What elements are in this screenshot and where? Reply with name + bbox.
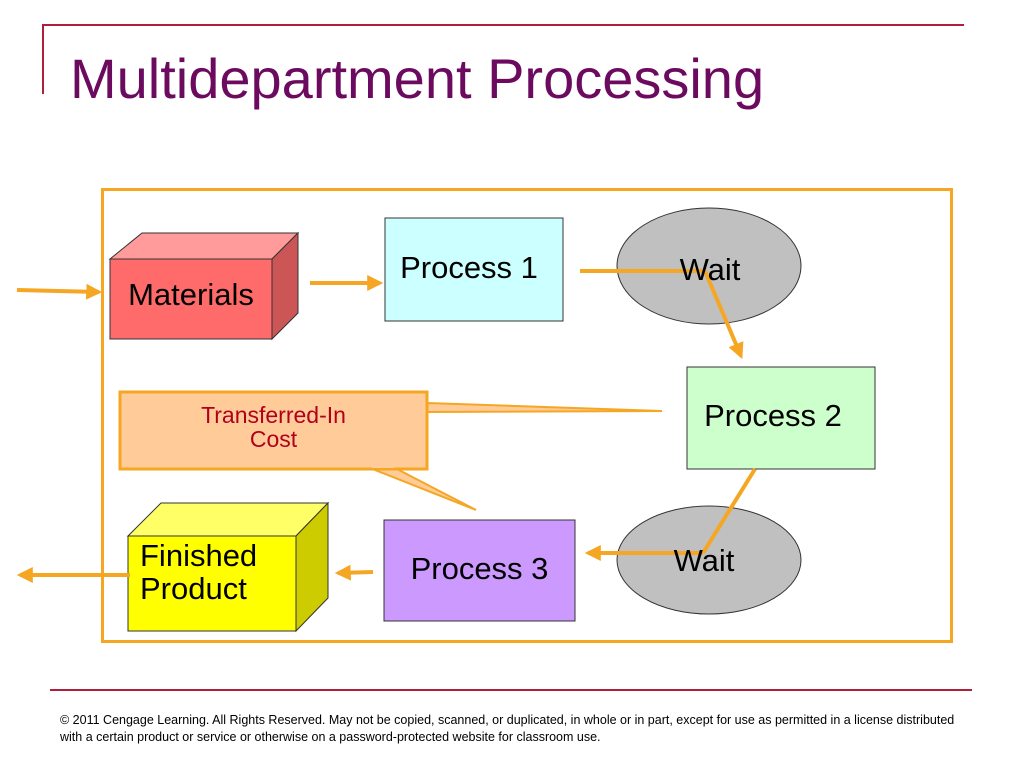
process-2-box — [686, 366, 876, 470]
finished-line-2: Product — [140, 570, 247, 606]
callout-pointer — [369, 467, 477, 511]
callout-box — [118, 390, 429, 471]
wait-2-ellipse — [616, 505, 802, 615]
process-3-label: Process 3 — [410, 551, 549, 586]
materials-box — [108, 231, 300, 341]
materials-label: Materials — [128, 277, 254, 312]
footer-rule — [50, 689, 972, 691]
page-title: Multidepartment Processing — [70, 47, 765, 110]
callout-line-1: Transferred-In — [201, 402, 346, 428]
wait-1-ellipse — [616, 207, 802, 325]
finished-line-1: Finished — [140, 538, 258, 573]
process-1-box — [384, 217, 564, 322]
arrow-process-2-to-wait — [701, 467, 757, 555]
finished-product-box — [126, 501, 330, 633]
wait-2-label: Wait — [673, 543, 735, 578]
arrow-input — [16, 283, 103, 300]
copyright-notice: © 2011 Cengage Learning. All Rights Rese… — [60, 713, 955, 744]
header-rule-vertical — [42, 24, 44, 94]
process-3-box — [383, 519, 576, 622]
process-1-label: Process 1 — [400, 250, 538, 285]
callout-line-2: Cost — [249, 426, 298, 453]
callout-join-cover — [372, 465, 394, 468]
arrow-process-3-to-finished — [334, 564, 374, 581]
callout-tail — [426, 401, 663, 414]
finished-product-label: Finished Product — [140, 538, 290, 606]
process-2-label: Process 2 — [704, 398, 842, 433]
diagram-frame — [101, 188, 953, 643]
callout-text: Transferred-In Cost — [120, 403, 427, 451]
wait-1-label: Wait — [679, 252, 741, 287]
arrow-wait-to-process-2 — [703, 270, 744, 359]
header-rule — [42, 24, 964, 26]
